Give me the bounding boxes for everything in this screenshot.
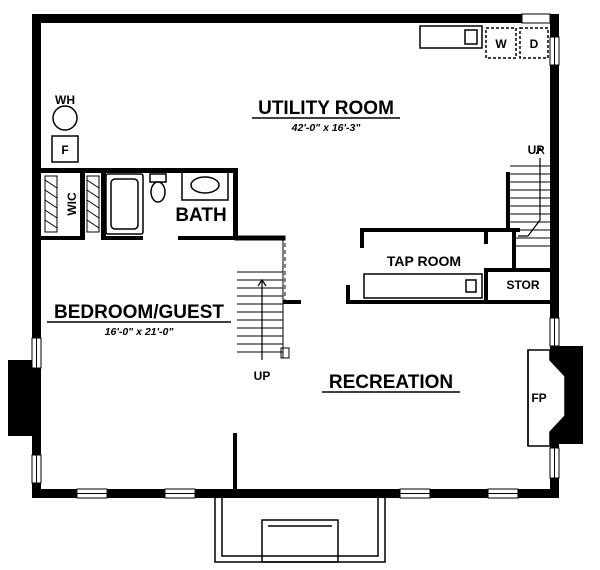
utility-room-dims: 42'-0" x 16'-3" [291, 122, 362, 134]
right-stairs-up-label: UP [528, 143, 545, 157]
windows [31, 13, 560, 499]
laundry [419, 25, 549, 59]
wic-label: WIC [65, 192, 79, 216]
bath-fixtures [105, 171, 229, 235]
furnace: F [51, 135, 79, 163]
interior-walls [41, 168, 550, 489]
stor-name: STOR [506, 278, 539, 292]
bedroom-dims: 16'-0" x 21'-0" [105, 326, 175, 338]
water-heater-label: WH [55, 93, 75, 107]
tap-room-counter [363, 273, 483, 299]
furnace-label: F [61, 143, 68, 157]
utility-room-name: UTILITY ROOM [258, 98, 394, 119]
center-stairs [234, 235, 290, 360]
room-labels: UTILITY ROOM 42'-0" x 16'-3" BATH TAP RO… [47, 98, 540, 393]
wic-shelving [44, 175, 100, 233]
right-stairs [510, 146, 550, 247]
bath-name: BATH [175, 205, 226, 226]
water-heater: WH [52, 93, 78, 131]
washer-label: W [495, 37, 507, 51]
bedroom-name: BEDROOM/GUEST [54, 302, 224, 323]
front-porch [214, 498, 386, 563]
left-window-well [8, 360, 32, 436]
fireplace: FP [527, 349, 566, 447]
exterior-walls [32, 14, 559, 498]
dryer-label: D [530, 37, 539, 51]
center-stairs-up-label: UP [254, 369, 271, 383]
fireplace-label: FP [531, 391, 546, 405]
recreation-name: RECREATION [329, 372, 453, 393]
tap-room-name: TAP ROOM [387, 253, 461, 269]
